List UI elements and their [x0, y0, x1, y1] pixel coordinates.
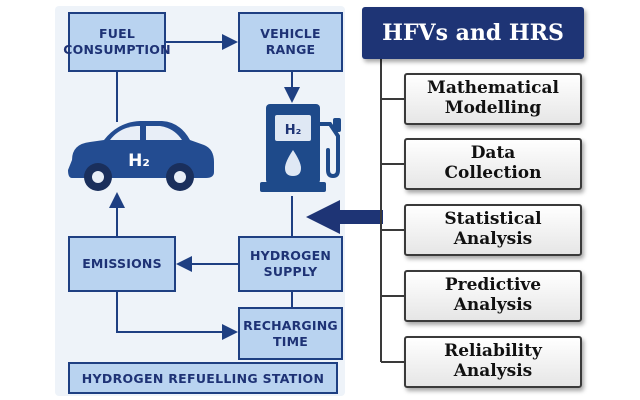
- car-h2-label: H₂: [128, 151, 150, 171]
- hydrogen-supply-line1: HYDROGEN: [249, 248, 331, 264]
- vehicle-range-line2: RANGE: [265, 42, 316, 57]
- method-3-line1: Statistical: [444, 209, 542, 230]
- method-4-line1: Predictive: [444, 275, 542, 296]
- station-label: HYDROGEN REFUELLING STATION: [81, 370, 325, 386]
- fuel-consumption-line2: CONSUMPTION: [63, 42, 171, 57]
- vehicle-range-box: VEHICLE RANGE: [238, 12, 343, 72]
- method-2-line2: Collection: [444, 163, 542, 183]
- pump-h2-label: H₂: [285, 123, 302, 138]
- method-mathematical-modelling: Mathematical Modelling: [404, 73, 582, 125]
- emissions-label: EMISSIONS: [82, 256, 162, 272]
- method-2-line1: Data: [470, 143, 516, 164]
- fuel-consumption-line1: FUEL: [99, 26, 135, 42]
- method-predictive-analysis: Predictive Analysis: [404, 270, 582, 322]
- method-statistical-analysis: Statistical Analysis: [404, 204, 582, 256]
- recharging-time-line2: TIME: [273, 333, 308, 349]
- hydrogen-refuelling-station-bar: HYDROGEN REFUELLING STATION: [68, 362, 338, 394]
- hydrogen-supply-box: HYDROGEN SUPPLY: [238, 236, 343, 292]
- method-1-line2: Modelling: [444, 98, 542, 118]
- recharging-time-box: RECHARGING TIME: [238, 307, 343, 360]
- method-reliability-analysis: Reliability Analysis: [404, 336, 582, 388]
- vehicle-range-line1: VEHICLE: [260, 26, 321, 42]
- hydrogen-supply-line2: SUPPLY: [263, 264, 318, 279]
- hfvs-hrs-title-text: HFVs and HRS: [382, 20, 564, 46]
- method-1-line1: Mathematical: [427, 78, 559, 99]
- method-4-line2: Analysis: [453, 295, 533, 315]
- method-3-line2: Analysis: [453, 229, 533, 249]
- method-5-line1: Reliability: [444, 341, 542, 362]
- emissions-box: EMISSIONS: [68, 236, 176, 292]
- arrow-emissions-to-recharging: [116, 292, 238, 340]
- method-5-line2: Analysis: [453, 361, 533, 381]
- big-left-arrow: [306, 200, 383, 234]
- hfvs-hrs-title: HFVs and HRS: [362, 7, 584, 59]
- fuel-consumption-box: FUEL CONSUMPTION: [63, 12, 171, 72]
- recharging-time-line1: RECHARGING: [243, 317, 338, 333]
- method-data-collection: Data Collection: [404, 138, 582, 190]
